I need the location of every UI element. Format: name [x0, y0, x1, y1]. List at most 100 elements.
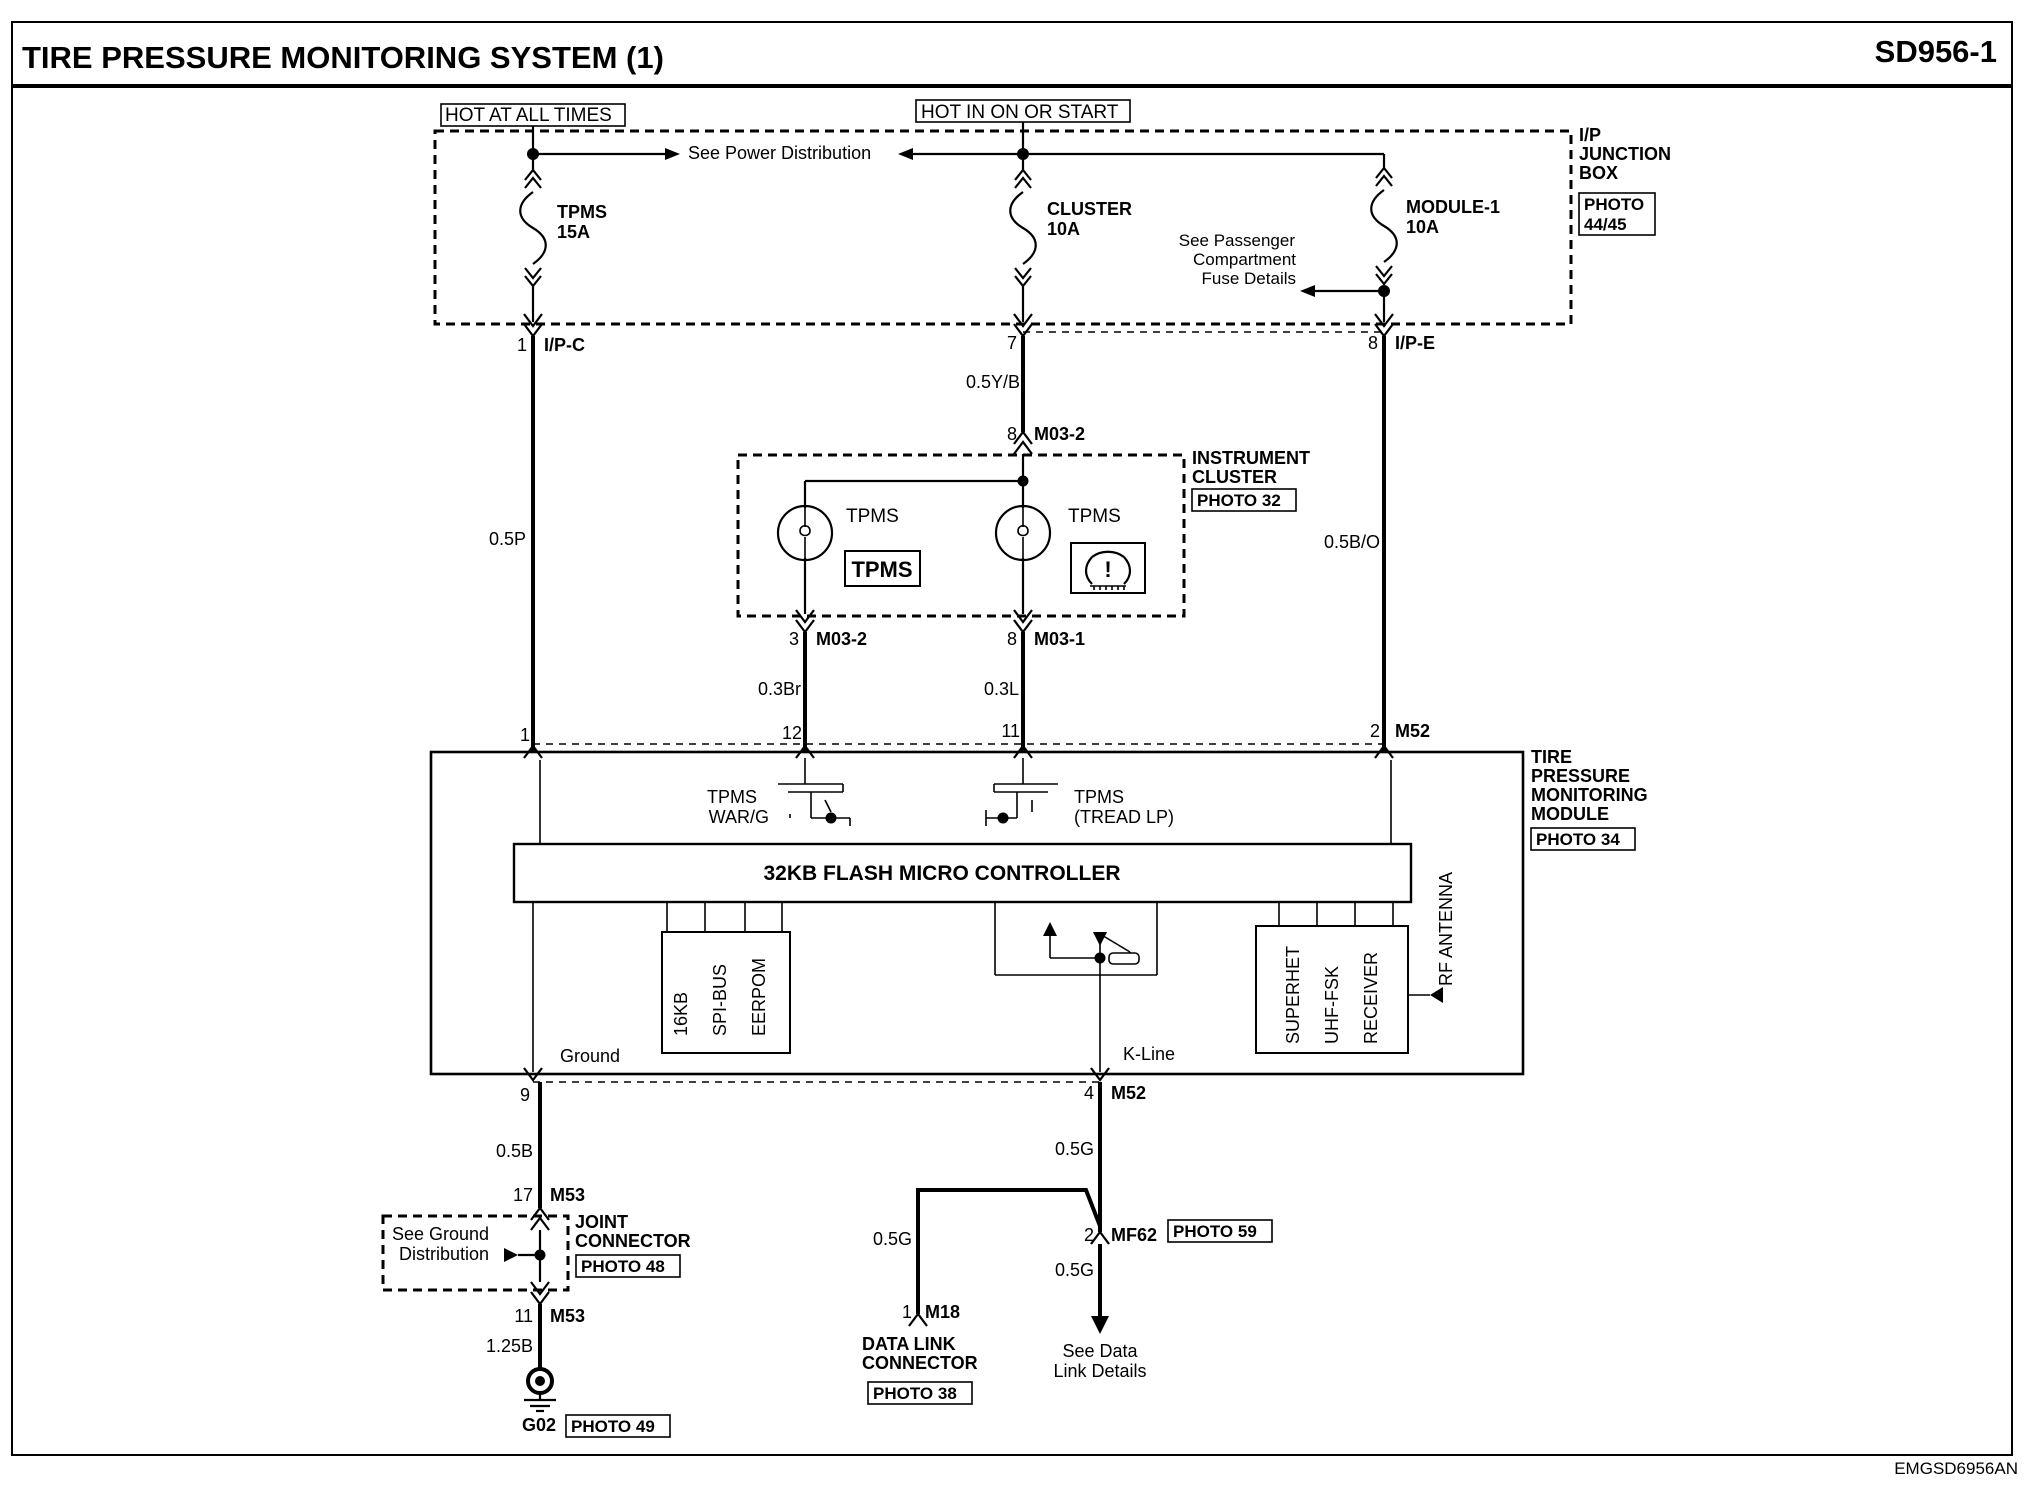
joint-photo-box [575, 1254, 681, 1278]
hot-on-start-label: HOT IN ON OR START [921, 102, 1119, 123]
m52-pin-11: 11 [1001, 721, 1020, 741]
svg-text:TIRE: TIRE [1531, 747, 1572, 767]
wire-label-0-3br: 0.3Br [758, 679, 801, 699]
ipe-left-pin: 7 [1007, 333, 1017, 353]
micro-controller-label: 32KB FLASH MICRO CONTROLLER [764, 862, 1121, 885]
fuse-tpms-name: TPMS [557, 202, 607, 222]
fuse-cluster-name: CLUSTER [1047, 199, 1132, 219]
ground-photo-box [565, 1414, 671, 1438]
m03-2-top-name: M03-2 [1034, 424, 1085, 444]
m53-top-chevron [530, 1206, 550, 1231]
m52-bottom-name: M52 [1111, 1083, 1146, 1103]
m03-2-bottom-pin: 3 [789, 629, 799, 649]
tpms-war-1: TPMS [707, 787, 757, 807]
dlc-label-2: CONNECTOR [862, 1353, 978, 1373]
receiver-col-2: UHF-FSK [1322, 966, 1342, 1044]
tpms-tread-1: TPMS [1074, 787, 1124, 807]
tpms-badge [844, 550, 921, 587]
svg-text:MODULE: MODULE [1531, 804, 1609, 824]
receiver-col-1: SUPERHET [1283, 946, 1303, 1044]
joint-connector [381, 1214, 570, 1292]
lamp-tpms-2 [994, 504, 1052, 562]
receiver-col-3: RECEIVER [1361, 952, 1381, 1044]
ground-g02-name: G02 [522, 1415, 556, 1435]
arrow-data-link [1091, 1316, 1109, 1334]
ip-junction-photo-2: 44/45 [1584, 215, 1627, 234]
ipc-name: I/P-C [544, 335, 585, 355]
see-data-link-2: Link Details [1053, 1361, 1146, 1381]
arrow-power-distribution [665, 148, 680, 160]
m03-2-top-chevron [1013, 430, 1033, 455]
transistor-war-g-dot [825, 812, 837, 824]
cluster-photo-box [1191, 488, 1297, 512]
mf62-pin: 2 [1084, 1225, 1094, 1245]
ip-junction-photo-box [1578, 192, 1656, 236]
wire-label-0-5bo: 0.5B/O [1324, 532, 1380, 552]
see-ground-1: See Ground [392, 1224, 489, 1244]
tpms-module-photo-box [1530, 827, 1636, 851]
arrow-ground-distribution [504, 1248, 518, 1262]
footer-reference: EMGSD6956AN [1894, 1459, 2018, 1478]
fuse-cluster-rating: 10A [1047, 219, 1080, 239]
wire-label-0-5g-3: 0.5G [1055, 1260, 1094, 1280]
see-data-link-1: See Data [1062, 1341, 1138, 1361]
cluster-label-2: CLUSTER [1192, 467, 1277, 487]
kline-label: K-Line [1123, 1044, 1175, 1064]
rf-antenna-label: RF ANTENNA [1436, 872, 1456, 986]
svg-text:PRESSURE: PRESSURE [1531, 766, 1630, 786]
arrow-passenger-fuse [1300, 285, 1315, 297]
micro-controller [512, 842, 1413, 904]
lamp2-label: TPMS [1068, 506, 1121, 527]
fuse-tpms-rating: 15A [557, 222, 590, 242]
m52-pin-9: 9 [520, 1085, 530, 1105]
m03-2-bottom-name: M03-2 [816, 629, 867, 649]
m18-name: M18 [925, 1302, 960, 1322]
mf62-name: MF62 [1111, 1225, 1157, 1245]
m52-pin-2: 2 [1370, 721, 1380, 741]
tpms-module [429, 750, 1525, 1076]
arrow-power-distribution-2 [898, 148, 913, 160]
m52-top-chevrons [523, 744, 1394, 759]
ground-g02-icon [524, 1367, 556, 1413]
m52-pin-12: 12 [782, 723, 802, 743]
ip-junction-box-label: I/P JUNCTION BOX [1579, 125, 1671, 183]
wire-label-0-5b: 0.5B [496, 1141, 533, 1161]
memory-col-1: 16KB [671, 992, 691, 1036]
kline-arrow-down [1093, 932, 1107, 946]
lamp-tpms-1 [776, 504, 834, 562]
fuse-module-1-name: MODULE-1 [1406, 197, 1500, 217]
ground-label: Ground [560, 1046, 620, 1066]
fuse-cluster [1009, 154, 1037, 322]
wire-label-1-25b: 1.25B [486, 1336, 533, 1356]
wire-label-0-5yb: 0.5Y/B [966, 372, 1020, 392]
memory-block [661, 931, 791, 1054]
transistor-tread-lp [985, 758, 1058, 826]
tpms-badge-text: TPMS [851, 557, 912, 582]
wire-label-0-3l: 0.3L [984, 679, 1019, 699]
joint-photo: PHOTO 48 [581, 1257, 665, 1276]
wire-label-0-5p: 0.5P [489, 529, 526, 549]
m53-top-pin: 17 [513, 1185, 533, 1205]
m18-chevron [908, 1312, 928, 1327]
svg-text:JUNCTION: JUNCTION [1579, 144, 1671, 164]
hot-all-times-label: HOT AT ALL TIMES [445, 105, 612, 126]
ipe-pin: 8 [1368, 333, 1378, 353]
tpms-tread-2: (TREAD LP) [1074, 807, 1174, 827]
m53-bottom-chevron [530, 1281, 550, 1306]
see-passenger-1: See Passenger [1179, 231, 1296, 250]
transistor-tread-lp-dot [997, 812, 1009, 824]
joint-label-1: JOINT [575, 1212, 628, 1232]
kline-junction [1094, 952, 1106, 964]
fuse-module-1 [1370, 166, 1398, 322]
svg-text:BOX: BOX [1579, 163, 1618, 183]
m52-pin-1: 1 [520, 725, 530, 745]
joint-label-2: CONNECTOR [575, 1231, 691, 1251]
m52-top-name: M52 [1395, 721, 1430, 741]
tire-warning-glyph: ! [1104, 557, 1111, 582]
dlc-photo-box [867, 1381, 973, 1405]
mf62-photo-box [1167, 1219, 1273, 1243]
memory-bus-lines [666, 902, 783, 932]
m03-2-top-pin: 8 [1007, 424, 1017, 444]
